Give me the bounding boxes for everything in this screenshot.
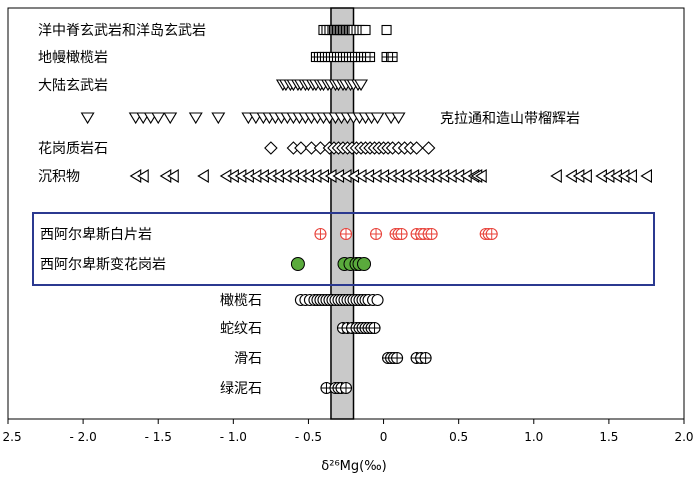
data-point bbox=[625, 169, 637, 183]
x-tick-label: 0 bbox=[380, 430, 388, 444]
row-label: 沉积物 bbox=[38, 169, 80, 185]
x-tick-label: - 1.5 bbox=[145, 430, 172, 444]
data-point bbox=[313, 141, 328, 155]
x-tick-label: 0.5 bbox=[449, 430, 468, 444]
x-tick-label: 1.0 bbox=[524, 430, 543, 444]
data-point bbox=[339, 227, 353, 241]
data-point bbox=[314, 227, 327, 241]
data-point bbox=[264, 141, 278, 155]
data-point bbox=[391, 112, 406, 125]
x-tick-label: - 2.0 bbox=[69, 430, 96, 444]
data-markers bbox=[80, 24, 652, 395]
x-tick-label: - 1.0 bbox=[220, 430, 247, 444]
plot-frame bbox=[7, 7, 685, 420]
x-tick-label: - 0.5 bbox=[295, 430, 322, 444]
row-label: 大陆玄武岩 bbox=[38, 77, 108, 94]
row-labels: 洋中脊玄武岩和洋岛玄武岩地幔橄榄岩大陆玄武岩克拉通和造山带榴辉岩花岗质岩石沉积物… bbox=[38, 22, 580, 397]
data-point bbox=[368, 321, 381, 335]
data-point bbox=[421, 141, 436, 155]
data-point bbox=[339, 381, 353, 395]
data-point bbox=[419, 351, 432, 365]
row-label: 西阿尔卑斯白片岩 bbox=[40, 226, 152, 243]
x-axis-label: δ²⁶Mg(‰) bbox=[321, 459, 386, 474]
row-label: 洋中脊玄武岩和洋岛玄武岩 bbox=[38, 22, 206, 39]
data-point bbox=[381, 24, 392, 36]
x-tick-label: 1.5 bbox=[599, 430, 618, 444]
data-point bbox=[188, 112, 203, 125]
data-point bbox=[197, 169, 209, 183]
data-point bbox=[395, 227, 408, 241]
data-point bbox=[357, 257, 372, 271]
row-label: 地幔橄榄岩 bbox=[38, 50, 108, 66]
data-point bbox=[364, 51, 376, 63]
data-point bbox=[167, 169, 179, 183]
data-point bbox=[80, 112, 95, 125]
data-point bbox=[137, 169, 149, 183]
row-label: 滑石 bbox=[234, 350, 262, 367]
data-point bbox=[387, 51, 398, 63]
data-point bbox=[550, 169, 562, 183]
data-point bbox=[320, 381, 333, 395]
x-tick-label: 2.0 bbox=[674, 430, 693, 444]
x-tick-label: - 2.5 bbox=[0, 430, 22, 444]
data-point bbox=[304, 141, 319, 155]
data-point bbox=[211, 112, 226, 125]
data-point bbox=[485, 227, 498, 241]
data-point bbox=[290, 257, 305, 271]
data-point bbox=[371, 293, 384, 307]
row-label: 绿泥石 bbox=[220, 381, 262, 397]
data-point bbox=[151, 112, 166, 125]
row-label: 橄榄石 bbox=[220, 293, 262, 309]
data-point bbox=[354, 79, 368, 92]
data-point bbox=[580, 169, 592, 183]
x-axis-ticks: - 2.5 - 2.0 - 1.5 - 1.0 - 0.5 0 0.5 1.0 1.5 2.0 bbox=[0, 419, 694, 444]
row-label: 西阿尔卑斯变花岗岩 bbox=[40, 256, 166, 273]
row-label: 蛇纹石 bbox=[220, 321, 262, 337]
data-point bbox=[409, 141, 424, 155]
data-point bbox=[360, 24, 371, 36]
row-label: 花岗质岩石 bbox=[38, 141, 108, 157]
data-point bbox=[294, 141, 308, 155]
data-point bbox=[370, 112, 385, 125]
data-point bbox=[391, 351, 404, 365]
row-label: 克拉通和造山带榴辉岩 bbox=[440, 111, 580, 127]
data-point bbox=[425, 227, 438, 241]
metamorphic-highlight-box bbox=[32, 212, 655, 286]
data-point bbox=[640, 169, 652, 183]
data-point bbox=[369, 227, 383, 241]
data-point bbox=[163, 112, 178, 125]
data-point bbox=[475, 169, 487, 183]
